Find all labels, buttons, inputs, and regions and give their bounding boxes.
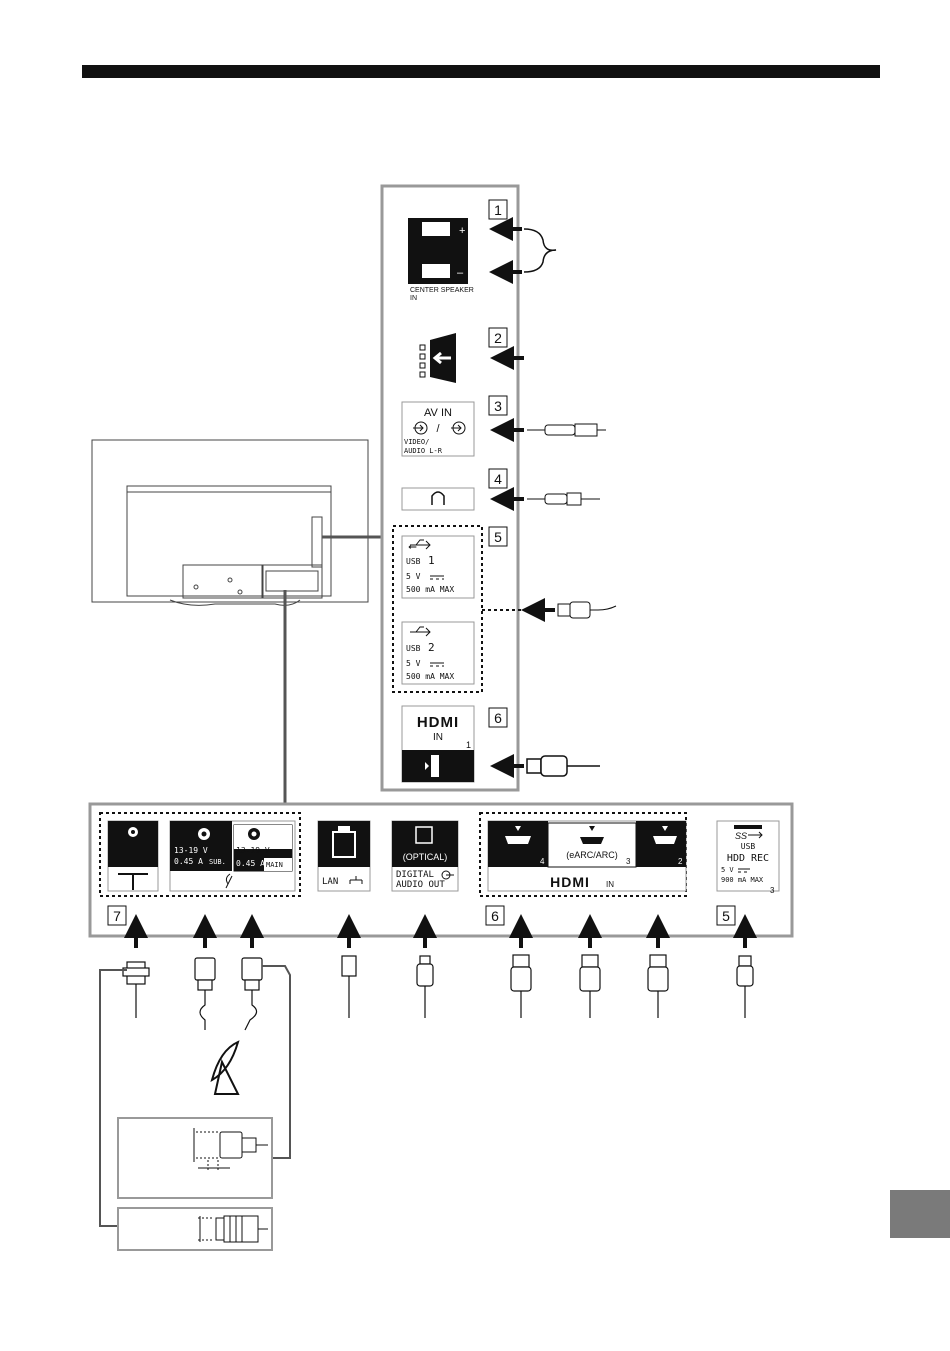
tv-rear-view [92, 440, 368, 605]
usb3-amp: 900 mA MAX [721, 876, 764, 884]
hdmi-side-cable [527, 756, 600, 776]
usb1-amp: 500 mA MAX [406, 585, 454, 594]
usb1-symbol: ⭠ [408, 541, 417, 553]
hdmi-port-3: 3 [626, 857, 631, 866]
sat-volt-2: 13-19 V [236, 846, 270, 855]
usb3-volt: 5 V [721, 866, 734, 874]
hdmi-bottom-in: IN [606, 880, 614, 889]
side-num-1: 1 [494, 202, 502, 218]
hdmi-side-logo: HDMI [417, 714, 459, 731]
av-in-line1: VIDEO/ [404, 438, 429, 446]
lan-cable [342, 956, 356, 1018]
sat-amp-2: 0.45 A [236, 859, 265, 868]
usb2-volt: 5 V [406, 659, 421, 668]
hdmi-cables [511, 955, 668, 1018]
usb3-line2: HDD REC [727, 853, 769, 864]
hdmi-bottom-logo: HDMI [550, 874, 590, 890]
bottom-num-5: 5 [722, 908, 730, 924]
section-tab [890, 1190, 950, 1238]
usb1-num: 1 [428, 554, 435, 567]
side-num-6: 6 [494, 710, 502, 726]
hdmi-port-2: 2 [678, 857, 683, 866]
usb2-num: 2 [428, 641, 435, 654]
bottom-num-6: 6 [491, 908, 499, 924]
speaker-minus: – [457, 267, 464, 279]
optical-line2: DIGITAL [396, 870, 434, 880]
sat-amp-1: 0.45 A [174, 857, 203, 866]
optical-line3: AUDIO OUT [396, 880, 445, 890]
sat-tag-1: SUB. [209, 858, 226, 866]
optical-cable [417, 956, 433, 1018]
speaker-label-2: IN [410, 295, 417, 302]
usb-cable [558, 602, 616, 618]
f-connector-detail [118, 1118, 272, 1198]
side-num-2: 2 [494, 330, 502, 346]
sat-volt-1: 13-19 V [174, 846, 208, 855]
speaker-label-1: CENTER SPEAKER [410, 287, 474, 294]
av-in-line2: AUDIO L-R [404, 447, 443, 455]
sat-tag-2: MAIN [266, 861, 283, 869]
side-num-3: 3 [494, 398, 502, 414]
header-bar [82, 65, 880, 78]
usb1-name: USB [406, 557, 421, 566]
hdmi-side-in: IN [433, 732, 443, 743]
speaker-plus: + [459, 225, 465, 237]
usb1-volt: 5 V [406, 572, 421, 581]
av-cable [527, 424, 606, 436]
side-num-5: 5 [494, 529, 502, 545]
usb2-name: USB [406, 644, 421, 653]
usb3-ss-logo: SS [735, 831, 747, 841]
bottom-num-7: 7 [113, 908, 121, 924]
optical-line1: (OPTICAL) [403, 852, 448, 862]
hdmi-earc-label: (eARC/ARC) [566, 850, 618, 860]
av-in-title: AV IN [424, 407, 452, 419]
side-num-4: 4 [494, 471, 502, 487]
hdmi-port-4: 4 [540, 857, 545, 866]
hdmi-side-port: 1 [466, 740, 471, 750]
headphone-cable [527, 493, 600, 505]
usb2-amp: 500 mA MAX [406, 672, 454, 681]
usb3-cable [737, 956, 753, 1018]
usb3-line1: USB [741, 842, 756, 851]
lan-label: LAN [322, 877, 338, 887]
usb3-num: 3 [770, 886, 775, 895]
